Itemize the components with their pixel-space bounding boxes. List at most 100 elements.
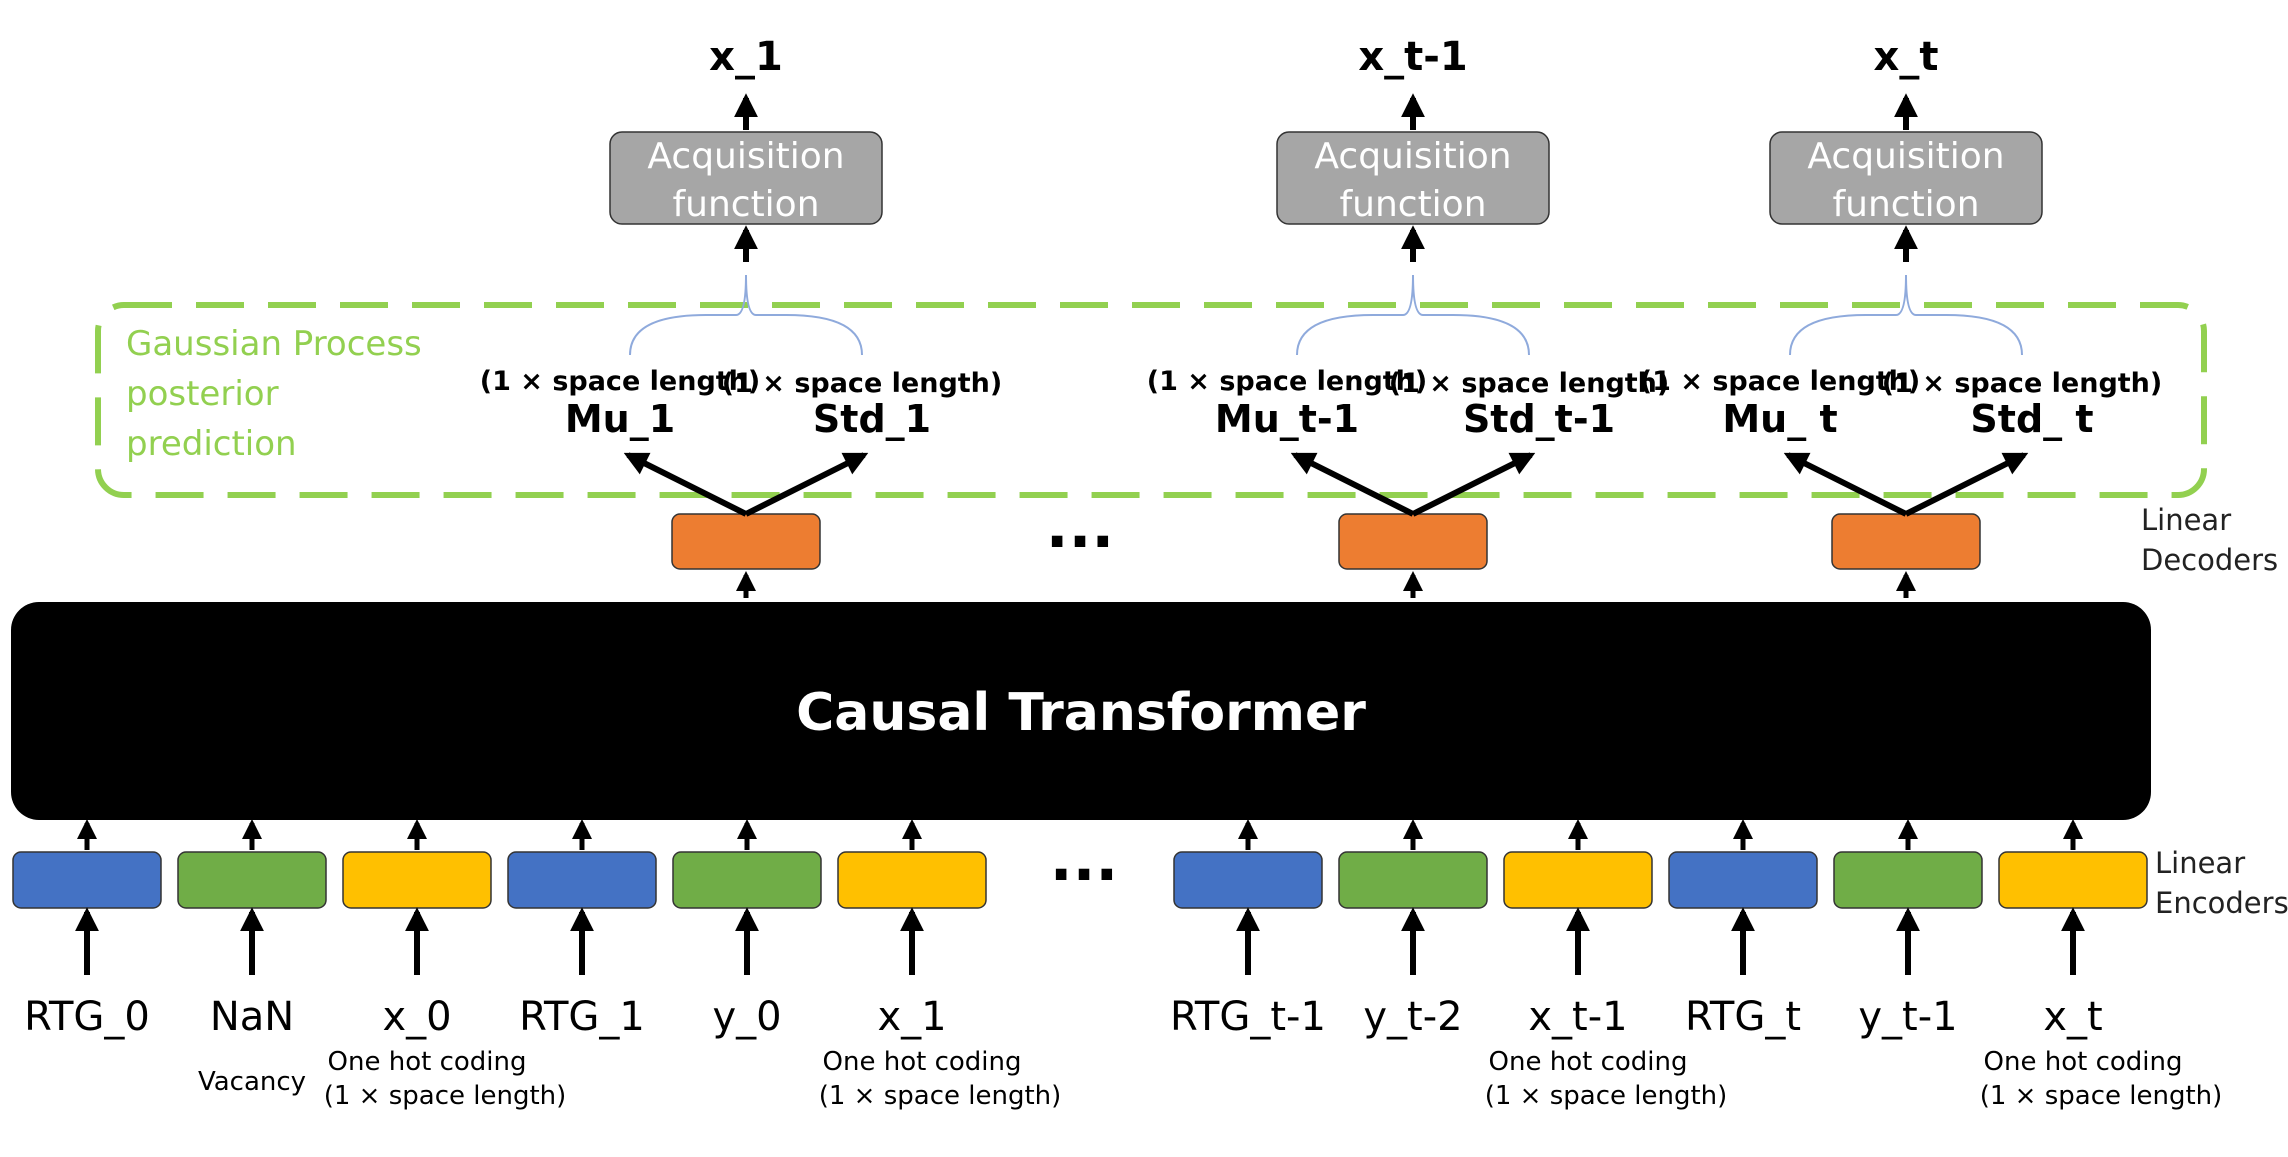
- acquisition-label-line-2: function: [672, 184, 819, 225]
- token-label: RTG_1: [519, 994, 645, 1040]
- linear-decoders-label-2: Decoders: [2141, 543, 2278, 577]
- decoder-to-std-arrow: [1411, 452, 1536, 517]
- token-label: x_t: [2043, 994, 2102, 1040]
- acquisition-label-line-1: Acquisition: [1314, 136, 1511, 177]
- linear-encoder-y: [177, 851, 327, 909]
- acquisition-label-line-1: Acquisition: [647, 136, 844, 177]
- ellipsis-encoders: ···: [1050, 840, 1118, 910]
- acquisition-function-box: [1276, 131, 1550, 225]
- combine-brace: [1296, 274, 1530, 356]
- acquisition-function-box: [609, 131, 883, 225]
- std-dim-label: (1 × space length): [1389, 368, 1669, 399]
- token-label: y_0: [712, 994, 781, 1040]
- acquisition-label-line-1: Acquisition: [1807, 136, 2004, 177]
- token-note: (1 × space length): [324, 1081, 567, 1111]
- token-column: RTG_t-1: [1170, 819, 1326, 1040]
- mu-label: Mu_t-1: [1215, 397, 1359, 441]
- linear-encoders-label-1: Linear: [2155, 846, 2245, 880]
- linear-encoder-rtg: [1668, 851, 1818, 909]
- acquisition-label-line-2: function: [1339, 184, 1486, 225]
- decoder-to-mu-arrow: [623, 452, 748, 517]
- decoder-to-mu-arrow: [1783, 452, 1908, 517]
- ellipsis-decoders: ···: [1046, 507, 1114, 577]
- gp-label-line-3: prediction: [126, 424, 297, 464]
- token-column: y_0: [672, 819, 822, 1040]
- linear-encoder-x: [1998, 851, 2148, 909]
- gp-region-box: [95, 302, 2207, 498]
- token-note: One hot coding: [1489, 1047, 1688, 1077]
- output-x-label: x_t: [1874, 34, 1939, 80]
- acquisition-label-line-2: function: [1832, 184, 1979, 225]
- token-label: y_t-2: [1363, 994, 1462, 1040]
- decoder-to-mu-arrow: [1290, 452, 1415, 517]
- linear-encoder-rtg: [12, 851, 162, 909]
- std-label: Std_ t: [1970, 397, 2093, 441]
- combine-brace: [1789, 274, 2023, 356]
- token-label: x_1: [877, 994, 946, 1040]
- token-note: (1 × space length): [819, 1081, 1062, 1111]
- token-label: RTG_t-1: [1170, 994, 1326, 1040]
- std-dim-label: (1 × space length): [722, 368, 1002, 399]
- mu-dim-label: (1 × space length): [1640, 366, 1920, 397]
- linear-decoders-label-1: Linear: [2141, 503, 2231, 537]
- linear-encoder-y: [672, 851, 822, 909]
- gp-region-label: Gaussian Process posterior prediction: [126, 324, 422, 464]
- token-note: One hot coding: [1984, 1047, 2183, 1077]
- combine-brace: [629, 274, 863, 356]
- mu-label: Mu_1: [565, 397, 675, 441]
- output-x-label: x_1: [709, 34, 783, 80]
- std-dim-label: (1 × space length): [1882, 368, 2162, 399]
- token-note: Vacancy: [198, 1067, 306, 1097]
- token-label: x_0: [382, 994, 451, 1040]
- linear-decoder: [671, 513, 821, 570]
- token-label: RTG_0: [24, 994, 150, 1040]
- linear-decoder: [1338, 513, 1488, 570]
- linear-encoder-rtg: [1173, 851, 1323, 909]
- token-label: x_t-1: [1528, 994, 1627, 1040]
- linear-decoder: [1831, 513, 1981, 570]
- linear-encoder-x: [837, 851, 987, 909]
- linear-encoder-x: [342, 851, 492, 909]
- decoder-to-std-arrow: [1904, 452, 2029, 517]
- token-note: One hot coding: [328, 1047, 527, 1077]
- decoder-to-std-arrow: [744, 452, 869, 517]
- causal-transformer-label: Causal Transformer: [796, 683, 1366, 743]
- token-column: RTG_t: [1668, 819, 1818, 1040]
- mu-label: Mu_ t: [1722, 397, 1837, 441]
- token-column: RTG_0: [12, 819, 162, 1040]
- token-column: y_t-2: [1338, 819, 1488, 1040]
- linear-encoders-label-2: Encoders: [2155, 886, 2288, 920]
- token-label: NaN: [210, 994, 294, 1040]
- acquisition-function-box: [1769, 131, 2043, 225]
- token-label: y_t-1: [1858, 994, 1957, 1040]
- token-note: (1 × space length): [1980, 1081, 2223, 1111]
- token-note: (1 × space length): [1485, 1081, 1728, 1111]
- mu-dim-label: (1 × space length): [480, 366, 760, 397]
- token-note: One hot coding: [823, 1047, 1022, 1077]
- linear-encoder-y: [1338, 851, 1488, 909]
- token-column: NaN Vacancy: [177, 819, 327, 1097]
- token-column: y_t-1: [1833, 819, 1983, 1040]
- token-label: RTG_t: [1685, 994, 1801, 1040]
- gp-label-line-2: posterior: [126, 374, 279, 414]
- output-x-label: x_t-1: [1358, 34, 1467, 80]
- linear-encoder-x: [1503, 851, 1653, 909]
- std-label: Std_1: [813, 397, 931, 441]
- std-label: Std_t-1: [1463, 397, 1615, 441]
- gp-label-line-1: Gaussian Process: [126, 324, 422, 364]
- mu-dim-label: (1 × space length): [1147, 366, 1427, 397]
- token-column: RTG_1: [507, 819, 657, 1040]
- linear-encoder-y: [1833, 851, 1983, 909]
- causal-transformer-block: [11, 602, 2151, 820]
- linear-encoder-rtg: [507, 851, 657, 909]
